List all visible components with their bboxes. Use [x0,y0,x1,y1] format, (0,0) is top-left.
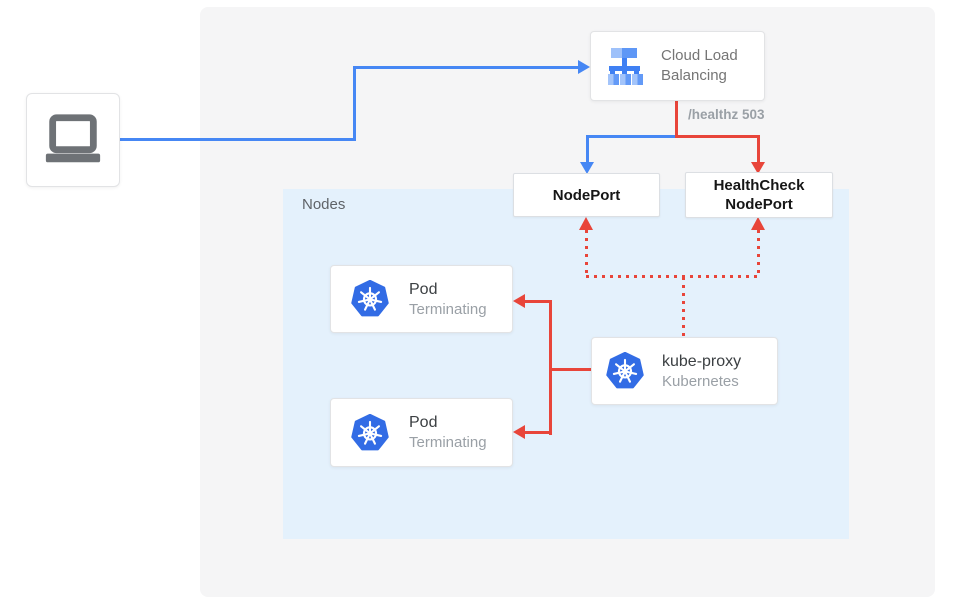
kube-proxy-subtitle: Kubernetes [662,372,739,390]
arrowhead-into-nodeport [580,162,594,174]
nodeport-label: NodePort [552,186,621,204]
arrowhead-into-lb [578,60,590,74]
kubernetes-icon [351,413,389,452]
arrowhead-up-healthcheck [751,217,765,230]
laptop-icon [42,112,104,168]
kube-proxy-title: kube-proxy [662,352,742,370]
nodeport-box: NodePort [513,173,660,217]
pod2-title: Pod [409,414,438,431]
pod1-title: Pod [409,280,438,298]
cloud-load-balancing-icon [601,42,649,90]
pod1-card: Pod Terminating [330,265,513,333]
arrowhead-into-pod1 [513,294,525,308]
pod2-card: Pod Terminating [330,398,513,467]
pod1-status: Terminating [409,300,487,318]
lb-label-line1: Cloud Load [661,47,738,64]
arrowhead-into-pod2 [513,425,525,439]
healthcheck-label-line2: NodePort [725,196,793,213]
arrowhead-into-healthcheck [751,162,765,174]
kubernetes-icon [606,352,644,390]
lb-label-line2: Balancing [661,67,727,84]
kubernetes-icon [351,280,389,318]
healthcheck-label-line1: HealthCheck [713,177,805,194]
client-card [26,93,120,187]
kube-proxy-card: kube-proxy Kubernetes [591,337,778,405]
cloud-load-balancing-card: Cloud Load Balancing [590,31,765,101]
healthz-status-label: /healthz 503 [688,107,765,122]
nodes-panel-label: Nodes [302,196,346,213]
healthcheck-nodeport-box: HealthCheck NodePort [685,172,833,218]
pod2-status: Terminating [409,434,487,451]
arrowhead-up-nodeport [579,217,593,230]
